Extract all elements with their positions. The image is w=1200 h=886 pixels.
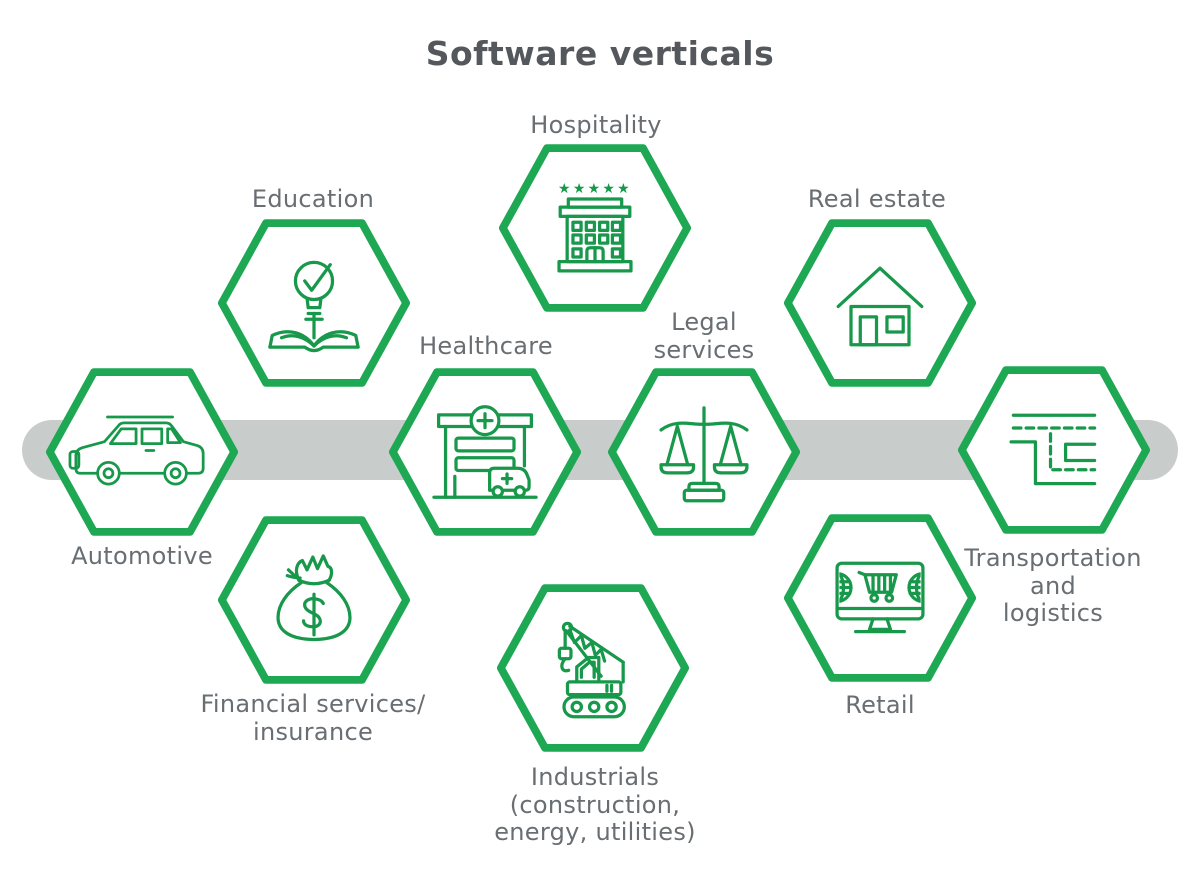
label-retail: Retail: [845, 691, 915, 719]
house-icon: [836, 266, 924, 347]
label-legal-services: Legal services: [653, 308, 755, 364]
label-financial-services: Financial services/ insurance: [200, 690, 426, 746]
hexagon-outline: [783, 514, 977, 682]
ecommerce-monitor-icon: [835, 561, 925, 634]
label-industrials: Industrials (construction, energy, utili…: [494, 763, 696, 846]
hexagon-real-estate: [782, 217, 978, 389]
hexagon-retail: [782, 512, 978, 684]
hexagon-industrials: [495, 582, 691, 754]
hexagon-legal-services: [606, 366, 802, 538]
hexagon-automotive: [44, 366, 240, 538]
label-hospitality: Hospitality: [530, 111, 662, 139]
hexagon-outline: [217, 219, 411, 387]
hexagon-outline: [783, 219, 977, 387]
crawler-crane-icon: [557, 621, 626, 719]
hexagon-hospitality: ★★★★★: [497, 142, 693, 314]
label-education: Education: [251, 185, 375, 213]
justice-scales-icon: [659, 406, 749, 503]
label-automotive: Automotive: [71, 542, 213, 570]
hospital-ambulance-icon: [432, 405, 538, 499]
label-real-estate: Real estate: [807, 185, 947, 213]
label-transportation: Transportation and logistics: [964, 544, 1142, 627]
svg-text:★★★★★: ★★★★★: [558, 181, 632, 197]
hexagon-healthcare: [387, 366, 583, 538]
hexagon-financial-services: [216, 514, 412, 686]
hotel-stars-icon: ★★★★★: [557, 181, 633, 273]
roads-routes-icon: [1009, 413, 1097, 486]
car-icon: [68, 415, 205, 485]
hexagon-transportation: [956, 364, 1152, 536]
hexagon-outline: [45, 368, 239, 536]
label-healthcare: Healthcare: [419, 332, 553, 360]
money-bag-icon: [276, 554, 352, 642]
hexagon-outline: [957, 366, 1151, 534]
lightbulb-check-book-icon: [268, 260, 360, 353]
hexagon-education: [216, 217, 412, 389]
page-title: Software verticals: [425, 34, 775, 73]
